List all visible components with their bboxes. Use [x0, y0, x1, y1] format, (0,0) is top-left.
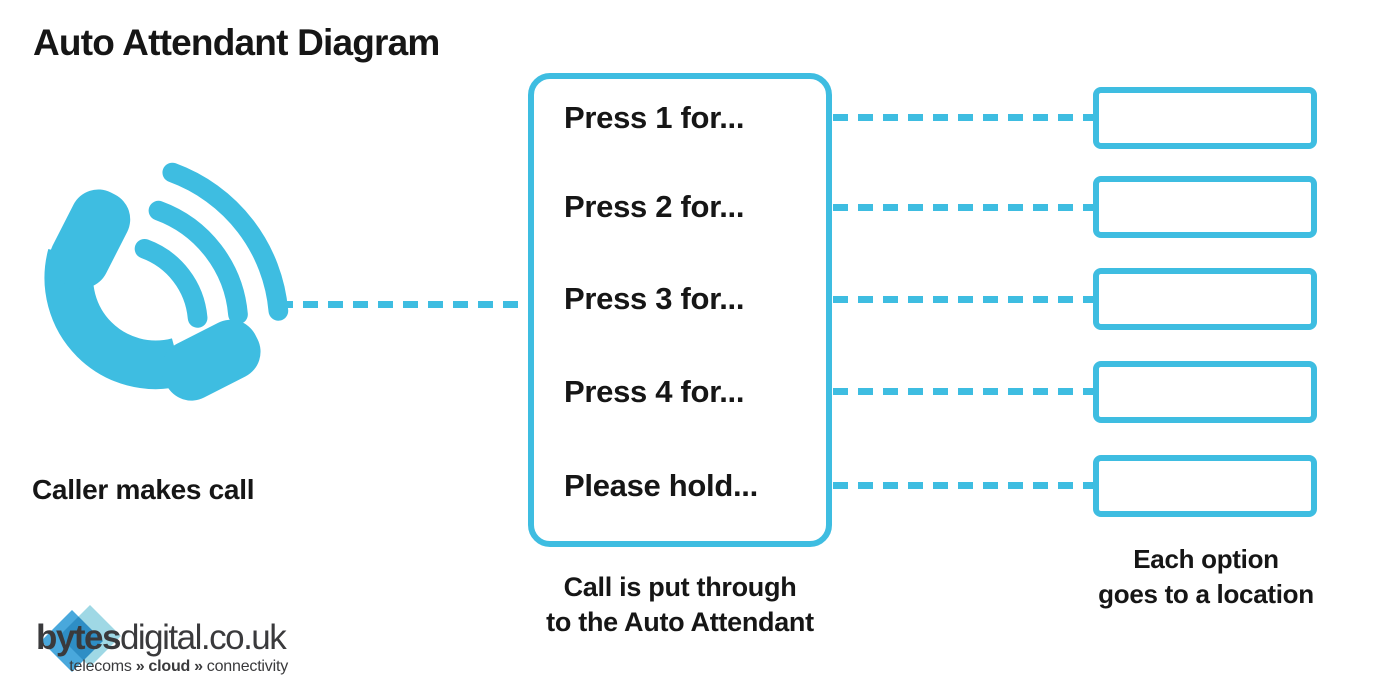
- page-title: Auto Attendant Diagram: [33, 22, 440, 63]
- location-box-4: [1093, 361, 1317, 423]
- locations-caption: Each option goes to a location: [1076, 542, 1336, 612]
- attendant-option-4: Press 4 for...: [564, 374, 745, 409]
- logo-tagline-cloud: cloud: [148, 658, 191, 675]
- connector-option-3: [833, 296, 1093, 303]
- attendant-caption-line2: to the Auto Attendant: [546, 607, 814, 637]
- attendant-caption: Call is put through to the Auto Attendan…: [508, 570, 852, 640]
- connector-option-4: [833, 388, 1093, 395]
- logo-tagline-telecoms: telecoms: [69, 658, 132, 675]
- phone-call-icon: [44, 162, 289, 401]
- attendant-box: Press 1 for... Press 2 for... Press 3 fo…: [528, 73, 832, 547]
- attendant-option-hold: Please hold...: [564, 468, 758, 503]
- logo-wordmark-rest: digital.co.uk: [119, 618, 287, 657]
- location-box-5: [1093, 455, 1317, 517]
- logo-wordmark-bold: bytes: [36, 618, 121, 657]
- logo-tagline-connectivity: connectivity: [206, 658, 288, 675]
- locations-caption-line2: goes to a location: [1098, 579, 1314, 609]
- connector-option-2: [833, 204, 1093, 211]
- connector-option-1: [833, 114, 1093, 121]
- caller-label: Caller makes call: [32, 474, 255, 505]
- logo-tagline-sep1: »: [135, 658, 145, 675]
- logo-tagline-sep2: »: [194, 658, 203, 675]
- location-box-1: [1093, 87, 1317, 149]
- attendant-caption-line1: Call is put through: [563, 572, 797, 602]
- logo-tagline: telecoms»cloud»connectivity: [36, 658, 290, 676]
- attendant-option-3: Press 3 for...: [564, 281, 745, 316]
- logo-diamonds-icon: [41, 605, 121, 672]
- location-box-3: [1093, 268, 1317, 330]
- connector-option-hold: [833, 482, 1093, 489]
- logo-wordmark: bytesdigital.co.uk: [36, 618, 287, 657]
- locations-caption-line1: Each option: [1133, 544, 1279, 574]
- location-box-2: [1093, 176, 1317, 238]
- connector-caller-to-attendant: [278, 301, 522, 308]
- attendant-option-1: Press 1 for...: [564, 100, 745, 135]
- attendant-option-2: Press 2 for...: [564, 189, 745, 224]
